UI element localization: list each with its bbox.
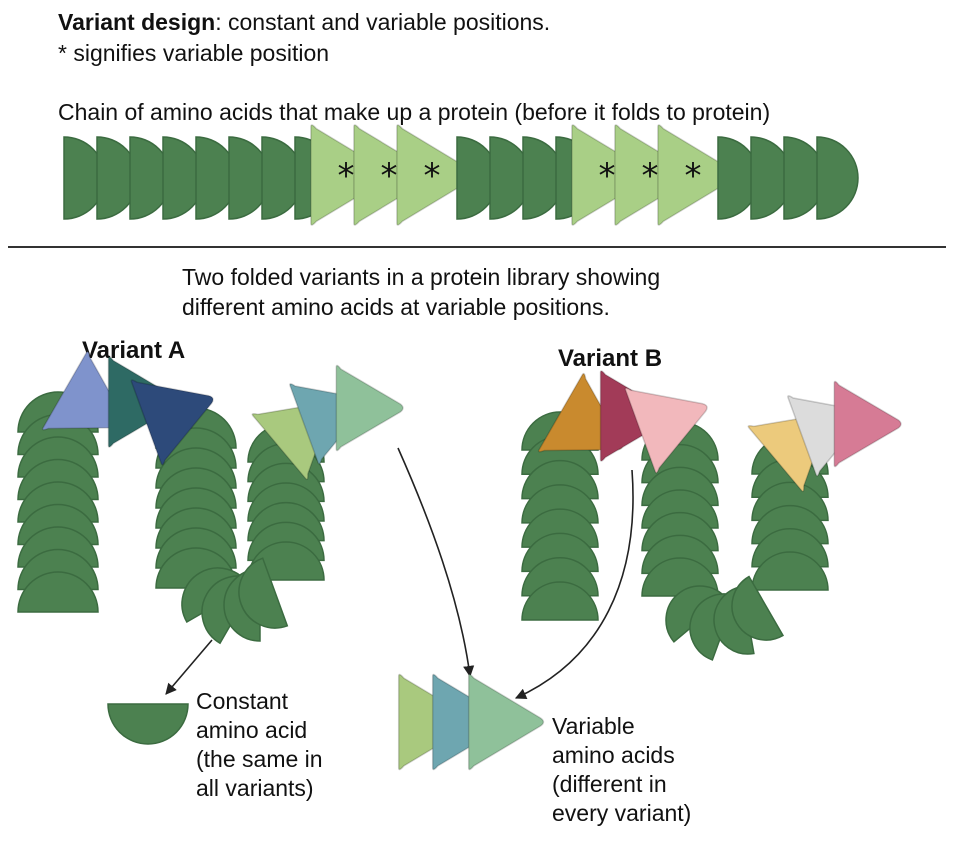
constant-legend-line: Constant xyxy=(196,688,289,714)
constant-amino-acid-shape xyxy=(17,571,99,613)
variable-amino-acid-shape xyxy=(130,379,214,466)
variant-a-to-variable-arrow xyxy=(397,447,475,678)
folded-caption-line2: different amino acids at variable positi… xyxy=(182,294,610,320)
variant-b-variable-amino-acid xyxy=(624,387,708,474)
amino-acid-chain: * * * * * * xyxy=(63,124,859,226)
variable-marker: * xyxy=(424,156,441,196)
legend-constant-amino-acid xyxy=(107,703,189,745)
chain-variable-amino-acid: * xyxy=(614,124,695,226)
chain-constant-amino-acid xyxy=(816,136,859,220)
folded-constant-amino-acid xyxy=(238,557,289,629)
constant-amino-acid-shape xyxy=(107,703,189,745)
variant-b-variable-amino-acid xyxy=(833,380,902,468)
variant-b-folded-protein xyxy=(521,370,902,661)
variable-marker: * xyxy=(599,156,616,196)
variant-b-to-variable-arrow xyxy=(514,469,634,699)
variable-marker: * xyxy=(685,156,702,196)
legend-arrows xyxy=(165,447,634,699)
constant-legend-line: all variants) xyxy=(196,775,314,801)
folded-constant-amino-acid xyxy=(731,575,785,641)
variant-a-variable-amino-acid xyxy=(130,379,214,466)
folded-constant-amino-acid xyxy=(751,551,829,591)
variable-legend-line: Variable xyxy=(552,713,635,739)
variable-amino-acid-shape xyxy=(624,387,708,474)
constant-legend-line: amino acid xyxy=(196,717,308,743)
variable-legend-line: every variant) xyxy=(552,800,692,826)
variant-a-folded-protein xyxy=(17,350,404,645)
variant-design-heading: Variant design: constant and variable po… xyxy=(58,9,550,36)
constant-amino-acid-shape xyxy=(751,551,829,591)
variable-position-note: * signifies variable position xyxy=(58,40,330,66)
legend-variable-amino-acid xyxy=(467,673,545,771)
variable-amino-acid-shape xyxy=(833,380,902,468)
variant-design-title: Variant design xyxy=(58,9,216,35)
variable-marker: * xyxy=(642,156,659,196)
variable-amino-acid-shape xyxy=(467,673,545,771)
variant-b-label: Variant B xyxy=(558,345,663,372)
variant-design-subtitle: : constant and variable positions. xyxy=(215,9,551,35)
variant-a-variable-amino-acid xyxy=(335,364,404,452)
folded-caption-line1: Two folded variants in a protein library… xyxy=(182,264,661,290)
variable-amino-acid-shape xyxy=(335,364,404,452)
constant-amino-acid-shape xyxy=(521,581,599,621)
constant-amino-acid-shape xyxy=(238,557,289,629)
legend-shapes xyxy=(107,673,545,771)
variant-a-label: Variant A xyxy=(82,337,186,364)
folded-constant-amino-acid xyxy=(521,581,599,621)
folded-constant-amino-acid xyxy=(17,571,99,613)
variable-legend-line: amino acids xyxy=(552,742,675,768)
variable-marker: * xyxy=(338,156,355,196)
constant-amino-acid-shape xyxy=(731,575,785,641)
constant-amino-acid-shape xyxy=(816,136,859,220)
constant-arrow xyxy=(165,639,213,695)
variable-marker: * xyxy=(381,156,398,196)
section-divider xyxy=(8,246,946,248)
variable-legend-line: (different in xyxy=(552,771,667,797)
chain-caption: Chain of amino acids that make up a prot… xyxy=(58,99,771,125)
constant-legend-line: (the same in xyxy=(196,746,323,772)
